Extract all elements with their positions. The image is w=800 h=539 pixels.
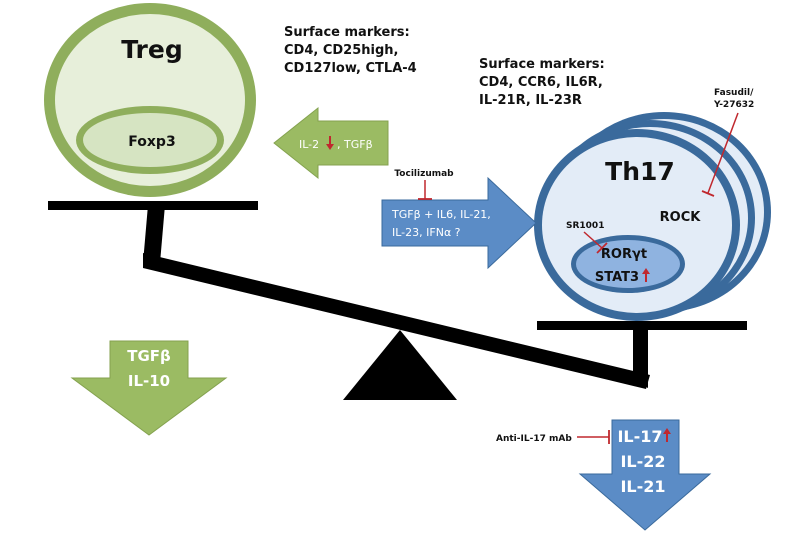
treg-post <box>143 205 165 263</box>
th17-output-arrow: IL-17 IL-22 IL-21 Anti-IL-17 mAb <box>496 419 712 531</box>
blue-right-arrow-shape <box>381 176 537 270</box>
treg-cell: Treg Foxp3 <box>44 3 256 197</box>
red-up-arrow-icon <box>663 428 671 442</box>
balance-scale <box>48 201 747 400</box>
th17-markers-line2: IL-21R, IL-23R <box>479 93 582 108</box>
th17-output-line1: IL-17 <box>617 427 662 446</box>
anti-il17-inhibition-icon <box>577 430 610 444</box>
fasudil-label-line1: Fasudil/ <box>714 88 754 98</box>
th17-output-line2: IL-22 <box>620 452 665 471</box>
th17-nucleus <box>576 240 680 288</box>
th17-inducer-arrow: Tocilizumab TGFβ + IL6, IL-21, IL-23, IF… <box>381 169 537 270</box>
treg-markers-heading: Surface markers: <box>284 25 410 40</box>
il2-label: IL-2 <box>299 138 319 151</box>
tgfb-label: , TGFβ <box>337 138 373 151</box>
green-down-arrow-shape <box>70 340 228 436</box>
treg-markers-line1: CD4, CD25high, <box>284 43 398 58</box>
treg-title: Treg <box>121 35 183 64</box>
th17-markers-heading: Surface markers: <box>479 57 605 72</box>
th17-output-line3: IL-21 <box>620 477 665 496</box>
treg-markers-line2: CD127low, CTLA-4 <box>284 61 417 76</box>
il2-tgfb-arrow: IL-2 , TGFβ <box>273 106 389 180</box>
rock-label: ROCK <box>660 210 702 225</box>
fasudil-inhibitor: Fasudil/ Y-27632 <box>701 88 754 197</box>
fulcrum-triangle <box>343 330 457 400</box>
rorgt-label: RORγt <box>601 247 647 262</box>
foxp3-label: Foxp3 <box>128 134 175 150</box>
th17-surface-markers: Surface markers: CD4, CCR6, IL6R, IL-21R… <box>479 57 605 108</box>
th17-cell: Th17 ROCK RORγt STAT3 SR1001 <box>534 112 771 321</box>
treg-output-line2: IL-10 <box>128 372 170 390</box>
treg-output-arrow: TGFβ IL-10 <box>70 340 228 436</box>
treg-surface-markers: Surface markers: CD4, CD25high, CD127low… <box>284 25 417 76</box>
fasudil-inhibition-icon <box>701 112 739 197</box>
balance-beam <box>143 253 650 389</box>
th17-title: Th17 <box>605 157 675 186</box>
red-up-arrow-icon <box>642 268 650 282</box>
th17-inducers-line2: IL-23, IFNα ? <box>392 226 461 239</box>
treg-nucleus <box>83 113 217 167</box>
th17-post <box>633 325 648 388</box>
red-down-arrow-icon <box>326 136 334 150</box>
stat3-label: STAT3 <box>595 270 639 285</box>
fasudil-label-line2: Y-27632 <box>713 100 754 110</box>
treg-output-line1: TGFβ <box>127 347 171 365</box>
th17-inducers-line1: TGFβ + IL6, IL-21, <box>391 208 491 221</box>
anti-il17-label: Anti-IL-17 mAb <box>496 434 572 444</box>
th17-markers-line1: CD4, CCR6, IL6R, <box>479 75 603 90</box>
blue-down-arrow-shape <box>578 419 712 531</box>
sr1001-label: SR1001 <box>566 221 604 231</box>
tocilizumab-inhibition-icon <box>418 180 432 200</box>
sr1001-inhibition-icon <box>583 231 608 254</box>
tocilizumab-label: Tocilizumab <box>394 169 454 179</box>
